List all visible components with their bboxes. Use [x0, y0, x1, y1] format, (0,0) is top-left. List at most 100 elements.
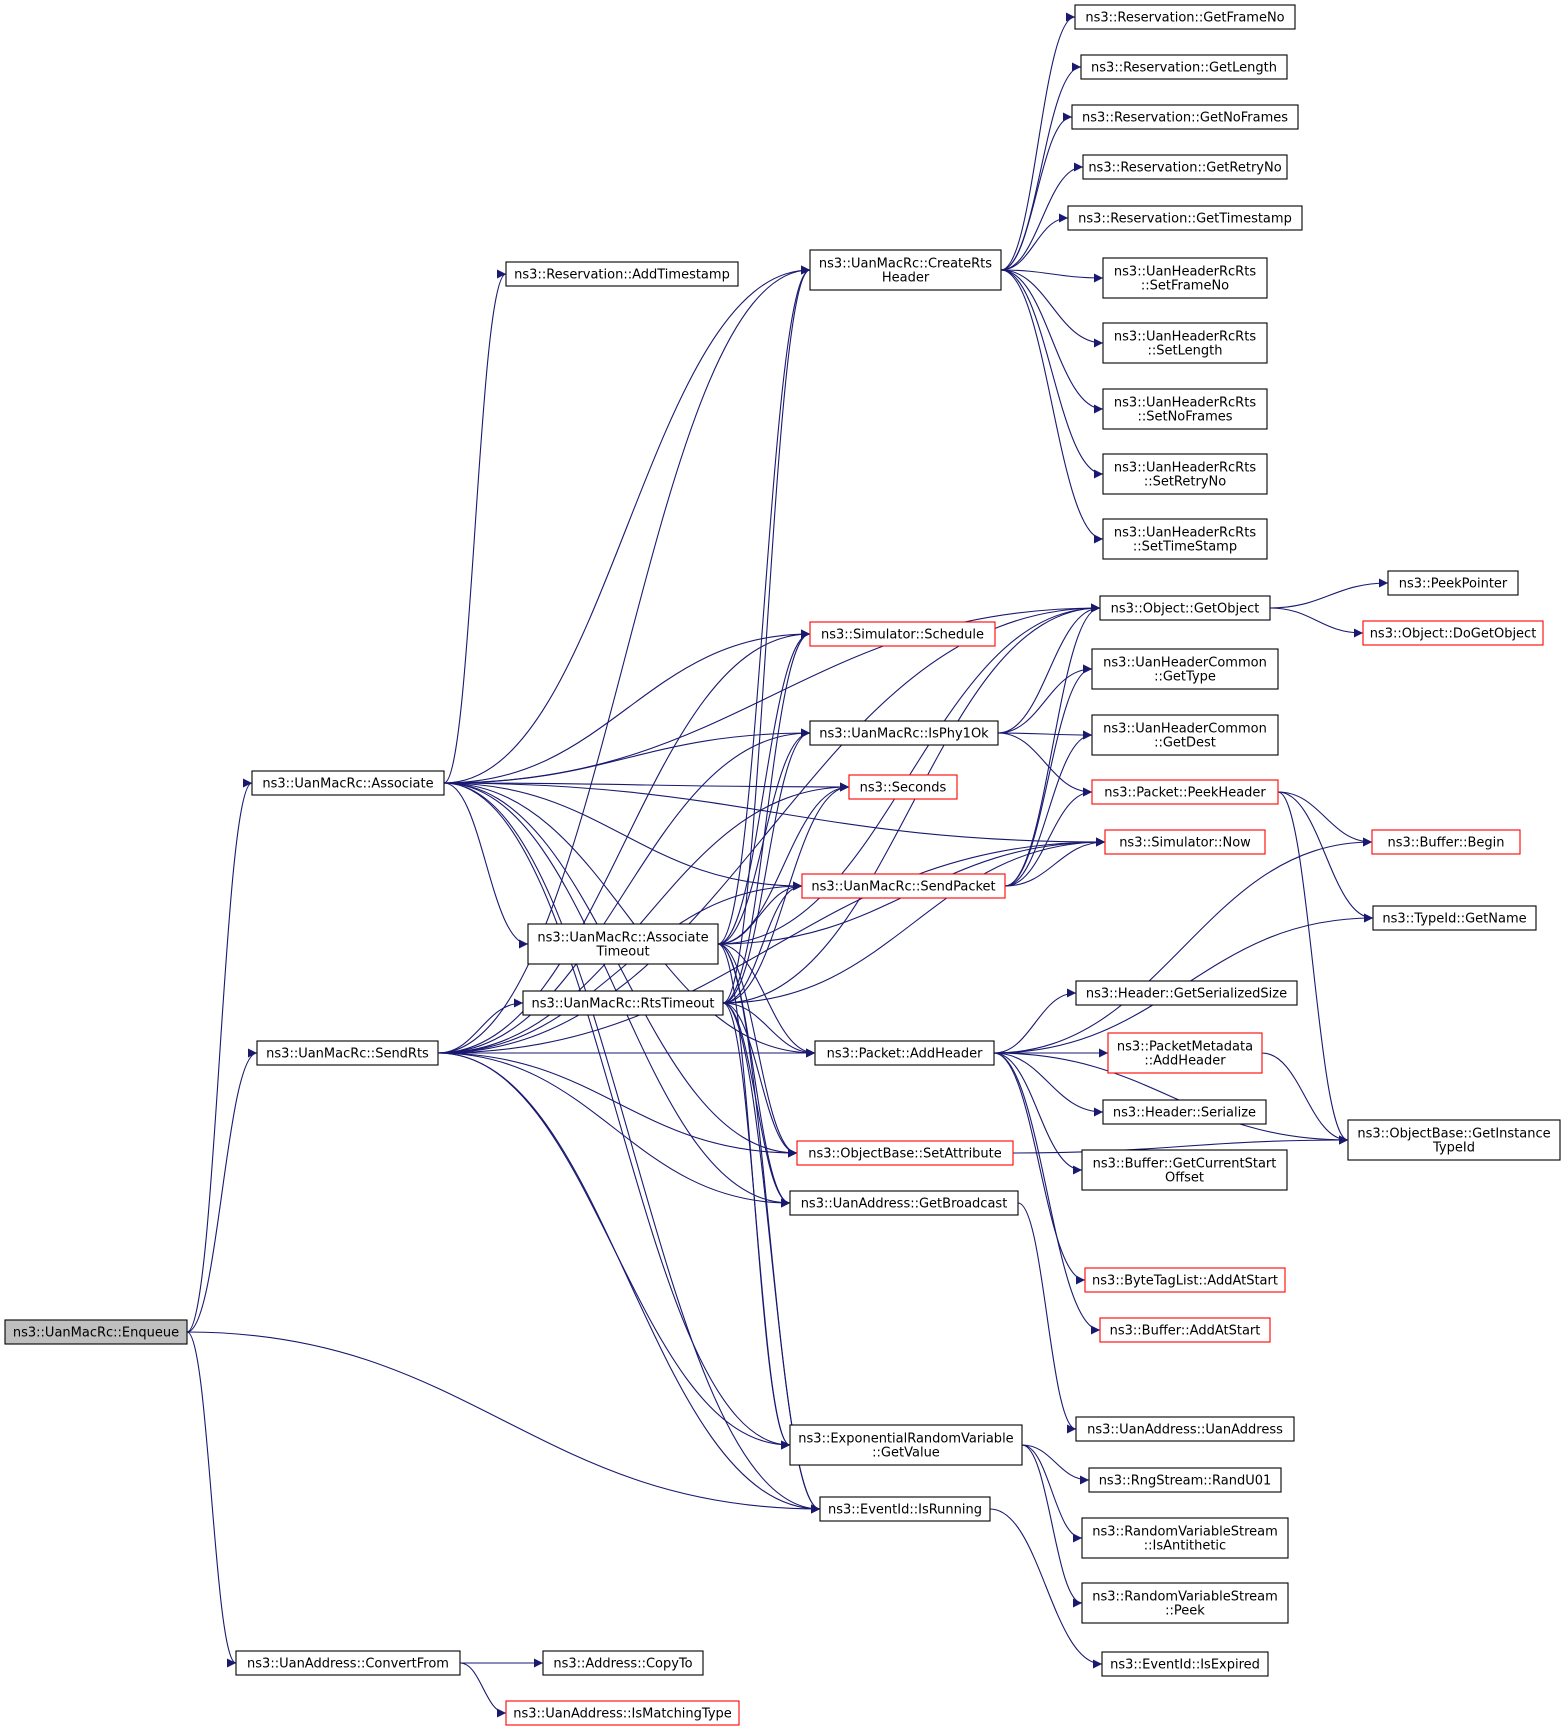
node-isantithetic-box	[1081, 1517, 1289, 1559]
node-schedule[interactable]: ns3::Simulator::Schedule	[809, 621, 996, 647]
edge-getbroadcast-to-uanaddress	[1017, 1202, 1077, 1434]
node-isexpired[interactable]: ns3::EventId::IsExpired	[1101, 1651, 1269, 1677]
edge-associate-to-addheader	[443, 782, 816, 1058]
edge-sendrts-to-isphy1ok	[437, 728, 811, 1054]
edge-createrts-to-settimestamp	[1000, 269, 1104, 544]
node-getframeno-label: ns3::Reservation::GetFrameNo	[1085, 11, 1284, 26]
node-isphy1ok-label: ns3::UanMacRc::IsPhy1Ok	[819, 727, 989, 742]
node-setframeno-label: ns3::UanHeaderRcRts	[1114, 265, 1256, 280]
node-bufaddatstart[interactable]: ns3::Buffer::AddAtStart	[1099, 1317, 1271, 1343]
node-enqueue[interactable]: ns3::UanMacRc::Enqueue	[4, 1319, 188, 1345]
node-btladdatstart[interactable]: ns3::ByteTagList::AddAtStart	[1084, 1267, 1286, 1293]
node-gettype[interactable]: ns3::UanHeaderCommon::GetType	[1091, 648, 1279, 690]
node-addtimestamp-label: ns3::Reservation::AddTimestamp	[514, 268, 730, 283]
node-now[interactable]: ns3::Simulator::Now	[1104, 829, 1266, 855]
edge-expgetvalue-to-isantithetic	[1021, 1444, 1083, 1543]
node-rvspeek[interactable]: ns3::RandomVariableStream::Peek	[1081, 1582, 1289, 1624]
node-isantithetic[interactable]: ns3::RandomVariableStream::IsAntithetic	[1081, 1517, 1289, 1559]
edge-createrts-to-gettimestamp	[1000, 213, 1069, 271]
edge-assoctimeout-to-sendpacket	[717, 881, 803, 945]
node-getlength[interactable]: ns3::Reservation::GetLength	[1080, 54, 1288, 80]
node-pmaddheader-label: ns3::PacketMetadata	[1117, 1040, 1253, 1055]
node-dogetobject[interactable]: ns3::Object::DoGetObject	[1362, 620, 1544, 646]
node-getretryno[interactable]: ns3::Reservation::GetRetryNo	[1082, 154, 1288, 180]
node-serialize[interactable]: ns3::Header::Serialize	[1102, 1099, 1267, 1125]
node-sendrts-box	[256, 1040, 439, 1066]
edge-isphy1ok-to-peekheader	[997, 732, 1093, 797]
node-createrts-box	[809, 249, 1002, 291]
node-setretryno[interactable]: ns3::UanHeaderRcRts::SetRetryNo	[1102, 453, 1268, 495]
node-pmaddheader[interactable]: ns3::PacketMetadata::AddHeader	[1107, 1032, 1263, 1074]
node-getbroadcast[interactable]: ns3::UanAddress::GetBroadcast	[789, 1190, 1019, 1216]
edge-associate-to-setattribute	[443, 782, 798, 1158]
node-addheader[interactable]: ns3::Packet::AddHeader	[814, 1040, 995, 1066]
node-rvspeek-box	[1081, 1582, 1289, 1624]
node-sendpacket[interactable]: ns3::UanMacRc::SendPacket	[801, 873, 1006, 899]
edge-isrunning-to-isexpired	[989, 1508, 1103, 1669]
node-setnoframes[interactable]: ns3::UanHeaderRcRts::SetNoFrames	[1102, 388, 1268, 430]
node-copyto-label: ns3::Address::CopyTo	[553, 1657, 692, 1672]
edge-createrts-to-setlength	[1000, 269, 1104, 348]
node-bufbegin[interactable]: ns3::Buffer::Begin	[1371, 829, 1521, 855]
node-uanaddress[interactable]: ns3::UanAddress::UanAddress	[1075, 1416, 1295, 1442]
edge-addheader-to-bufaddatstart	[993, 1052, 1101, 1335]
edge-assoctimeout-to-createrts	[717, 265, 811, 945]
node-enqueue-label: ns3::UanMacRc::Enqueue	[13, 1326, 179, 1341]
node-isphy1ok[interactable]: ns3::UanMacRc::IsPhy1Ok	[809, 720, 999, 746]
node-associate[interactable]: ns3::UanMacRc::Associate	[251, 770, 445, 796]
node-copyto[interactable]: ns3::Address::CopyTo	[542, 1650, 704, 1676]
node-setnoframes-label: ::SetNoFrames	[1137, 410, 1232, 425]
node-sendrts[interactable]: ns3::UanMacRc::SendRts	[256, 1040, 439, 1066]
node-getname[interactable]: ns3::TypeId::GetName	[1372, 905, 1537, 931]
node-seconds[interactable]: ns3::Seconds	[848, 774, 958, 800]
node-settimestamp-box	[1102, 518, 1268, 560]
edge-associate-to-schedule	[443, 629, 811, 784]
node-ismatchingtype[interactable]: ns3::UanAddress::IsMatchingType	[505, 1700, 740, 1726]
node-getserializedsize[interactable]: ns3::Header::GetSerializedSize	[1075, 980, 1298, 1006]
node-isrunning[interactable]: ns3::EventId::IsRunning	[819, 1496, 991, 1522]
node-getdest[interactable]: ns3::UanHeaderCommon::GetDest	[1091, 714, 1279, 756]
edge-peekheader-to-getinstancetypeid	[1277, 791, 1349, 1145]
node-gettimestamp[interactable]: ns3::Reservation::GetTimestamp	[1067, 205, 1303, 231]
node-createrts-label: ns3::UanMacRc::CreateRts	[819, 257, 992, 272]
edge-createrts-to-getnoframes	[1000, 112, 1073, 271]
node-layer: ns3::UanMacRc::Enqueue ns3::UanMacRc::Ass…	[4, 4, 1561, 1726]
edge-addheader-to-getserializedsize	[993, 988, 1077, 1054]
node-peekpointer[interactable]: ns3::PeekPointer	[1387, 570, 1519, 596]
node-pmaddheader-box	[1107, 1032, 1263, 1074]
node-addtimestamp[interactable]: ns3::Reservation::AddTimestamp	[505, 261, 739, 287]
node-getretryno-label: ns3::Reservation::GetRetryNo	[1088, 161, 1281, 176]
edge-addheader-to-getcurrentstartoffset	[993, 1052, 1083, 1175]
node-addheader-box	[814, 1040, 995, 1066]
node-expgetvalue-label: ::GetValue	[872, 1446, 940, 1461]
node-pmaddheader-label: ::AddHeader	[1144, 1054, 1226, 1069]
node-getdest-label: ::GetDest	[1154, 736, 1216, 751]
node-gettype-box	[1091, 648, 1279, 690]
node-btladdatstart-box	[1084, 1267, 1286, 1293]
edge-rtstimeout-to-isphy1ok	[722, 728, 811, 1004]
node-getcurrentstartoffset-label: Offset	[1165, 1171, 1204, 1186]
node-getnoframes[interactable]: ns3::Reservation::GetNoFrames	[1071, 104, 1299, 130]
edge-associate-to-addtimestamp	[443, 269, 507, 784]
edge-getobject-to-dogetobject	[1269, 607, 1364, 638]
node-randu01[interactable]: ns3::RngStream::RandU01	[1088, 1467, 1282, 1493]
node-setattribute[interactable]: ns3::ObjectBase::SetAttribute	[796, 1140, 1014, 1166]
edge-assoctimeout-to-seconds	[717, 782, 850, 945]
node-getobject[interactable]: ns3::Object::GetObject	[1099, 595, 1271, 621]
node-peekheader[interactable]: ns3::Packet::PeekHeader	[1091, 779, 1279, 805]
node-expgetvalue[interactable]: ns3::ExponentialRandomVariable::GetValue	[789, 1424, 1023, 1466]
node-setlength[interactable]: ns3::UanHeaderRcRts::SetLength	[1102, 322, 1268, 364]
node-setframeno[interactable]: ns3::UanHeaderRcRts::SetFrameNo	[1102, 257, 1268, 299]
edge-createrts-to-setretryno	[1000, 269, 1104, 479]
node-setframeno-box	[1102, 257, 1268, 299]
node-rtstimeout[interactable]: ns3::UanMacRc::RtsTimeout	[522, 990, 724, 1016]
node-settimestamp[interactable]: ns3::UanHeaderRcRts::SetTimeStamp	[1102, 518, 1268, 560]
node-getserializedsize-label: ns3::Header::GetSerializedSize	[1086, 987, 1287, 1002]
node-getframeno[interactable]: ns3::Reservation::GetFrameNo	[1074, 4, 1296, 30]
node-convertfrom[interactable]: ns3::UanAddress::ConvertFrom	[235, 1650, 461, 1676]
